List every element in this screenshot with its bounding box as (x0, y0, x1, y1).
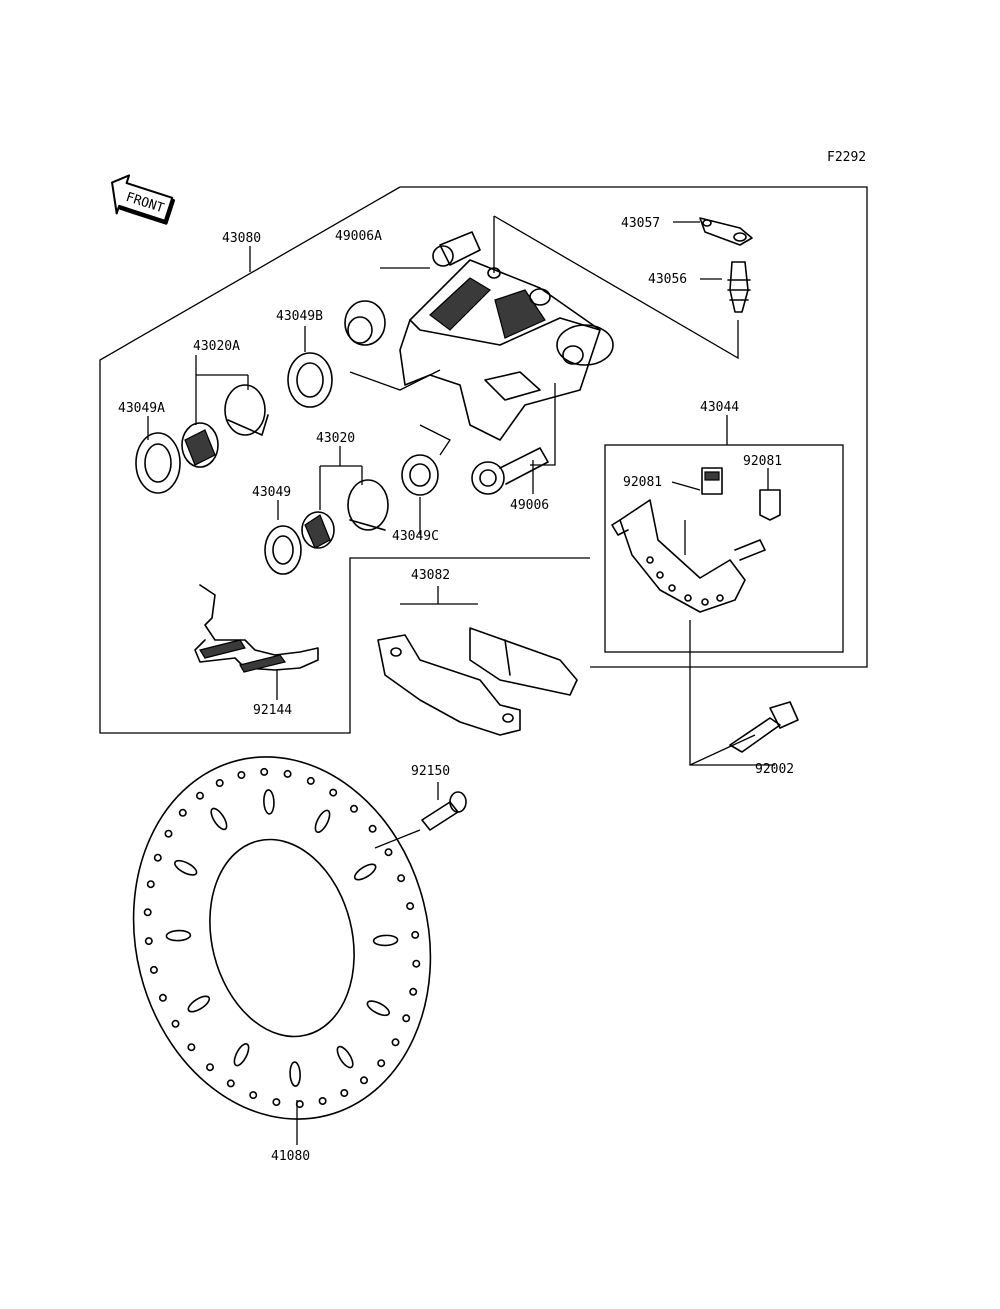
disc-hole (349, 804, 358, 813)
callout-49006: 49006 (510, 498, 549, 513)
bolt-92150 (421, 791, 467, 831)
disc-hole (146, 880, 155, 889)
callout-92144: 92144 (253, 703, 292, 718)
disc-vent-holes (143, 767, 421, 1109)
disc-hole (368, 824, 377, 833)
seal-43049C (401, 454, 439, 496)
bleeder-valve-43056 (727, 261, 751, 313)
disc-slot (289, 1061, 301, 1087)
disc-slot (165, 929, 192, 942)
disc-hole (144, 937, 153, 946)
piston-insulator-43020 (301, 511, 335, 549)
disc-slot (187, 995, 211, 1013)
callout-43020A: 43020A (193, 339, 240, 354)
callout-43057: 43057 (621, 216, 660, 231)
disc-slot (233, 1043, 250, 1067)
disc-hole (178, 808, 187, 817)
disc-hole (406, 902, 415, 911)
disc-hole (215, 778, 224, 787)
disc-hole (143, 908, 152, 917)
disc-slot (174, 859, 198, 876)
disc-slot (372, 934, 399, 947)
disc-hole (249, 1091, 258, 1100)
callout-43020: 43020 (316, 431, 355, 446)
callout-43044: 43044 (700, 400, 739, 415)
disc-hole (295, 1100, 304, 1109)
piston-43020 (347, 479, 389, 531)
caliper-body (399, 259, 601, 441)
callout-92081-right: 92081 (743, 454, 782, 469)
callout-43056: 43056 (648, 272, 687, 287)
disc-hole (283, 769, 292, 778)
disc-slot (263, 789, 275, 815)
callout-43080: 43080 (222, 231, 261, 246)
leader-lines (147, 215, 775, 1145)
callout-43049B: 43049B (276, 309, 323, 324)
disc-slot (336, 1045, 354, 1069)
disc-hole (412, 959, 421, 968)
disc-hole (237, 770, 246, 779)
disc-hole (409, 987, 418, 996)
disc-slot (353, 863, 377, 881)
callout-49006A: 49006A (335, 229, 382, 244)
callout-92150: 92150 (411, 764, 450, 779)
callout-43082: 43082 (411, 568, 450, 583)
disc-hole (260, 767, 269, 776)
brake-pad-43082 (377, 627, 578, 736)
figure-code: F2292 (827, 150, 866, 165)
disc-hole (397, 874, 406, 883)
assembly-frame-43044 (604, 444, 844, 653)
disc-hole (318, 1097, 327, 1106)
disc-hole (149, 965, 158, 974)
slide-pin-49006A (432, 231, 481, 267)
disc-hole (272, 1098, 281, 1107)
bleeder-cap-43057 (699, 217, 753, 246)
callout-92002: 92002 (755, 762, 794, 777)
disc-hole (329, 788, 338, 797)
disc-hole (359, 1076, 368, 1085)
disc-hole (384, 848, 393, 857)
caliper-bracket-43044 (611, 499, 766, 613)
piston-43020A (224, 384, 269, 436)
disc-hole (153, 853, 162, 862)
pad-spring-92144 (194, 584, 319, 673)
disc-slot (314, 809, 331, 833)
callout-43049C: 43049C (392, 529, 439, 544)
disc-hole (226, 1079, 235, 1088)
callout-43049: 43049 (252, 485, 291, 500)
callout-41080: 41080 (271, 1149, 310, 1164)
disc-hole (206, 1063, 215, 1072)
callout-43049A: 43049A (118, 401, 165, 416)
clip-92081-left (701, 467, 723, 495)
disc-hole (391, 1038, 400, 1047)
disc-hole (171, 1019, 180, 1028)
disc-hole (340, 1089, 349, 1098)
brake-disc-41080 (132, 756, 432, 1120)
clip-92081-right (759, 489, 781, 521)
disc-hole (411, 930, 420, 939)
bolt-92002 (729, 701, 799, 753)
boot-43049B (344, 300, 386, 346)
disc-hole (377, 1059, 386, 1068)
disc-hole (187, 1043, 196, 1052)
disc-slot (366, 1000, 390, 1017)
disc-hole (196, 791, 205, 800)
caliper-bore-right (556, 324, 614, 366)
slide-pin-49006 (471, 447, 549, 495)
seal-43049A (135, 432, 181, 494)
disc-hole (306, 776, 315, 785)
disc-hole (164, 829, 173, 838)
piston-insulator-43020A (181, 422, 219, 468)
disc-hole (402, 1014, 411, 1023)
disc-hole (158, 993, 167, 1002)
assembly-frame-43080 (99, 186, 868, 734)
callout-92081-left: 92081 (623, 475, 662, 490)
seal-43049 (264, 525, 302, 575)
disc-slot (210, 807, 228, 831)
front-arrow-icon: FRONT (111, 174, 176, 225)
seal-ring-upper (287, 352, 333, 408)
